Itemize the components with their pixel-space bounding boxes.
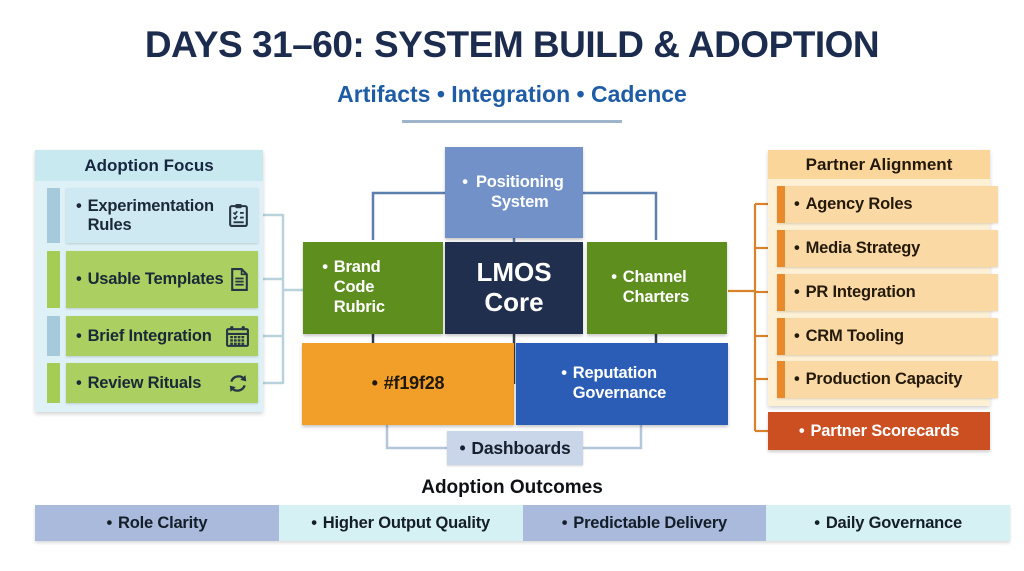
outcome-label: Daily Governance (825, 513, 963, 532)
checklist-clipboard-icon (227, 203, 250, 228)
item-tab (47, 363, 60, 403)
lmos-core-box: LMOS Core (445, 242, 583, 334)
item-tab (47, 316, 60, 356)
bullet: • (794, 370, 800, 388)
calendar-icon (225, 325, 250, 348)
reputation-governance-box: • Reputation Governance (516, 343, 728, 425)
box-label: Channel Charters (622, 268, 690, 306)
box-label: Brand Code Rubric (333, 258, 385, 316)
page-subtitle: Artifacts • Integration • Cadence (337, 81, 687, 107)
bullet: • (794, 239, 800, 257)
outcome-role-clarity: • Role Clarity (35, 505, 279, 541)
bullet: • (106, 513, 113, 532)
item-label: Experimentation Rules (87, 196, 214, 234)
box-label: Reputation Governance (572, 364, 667, 402)
right-item-production-capacity: • Production Capacity (777, 361, 998, 398)
bullet: • (798, 421, 805, 440)
adoption-focus-header: Adoption Focus (35, 150, 263, 181)
item-tab (777, 361, 785, 398)
orange-placeholder-box: •#f19f28 (302, 343, 514, 425)
channel-charters-box: • Channel Charters (587, 242, 727, 334)
item-label: Brief Integration (87, 326, 212, 345)
bullet: • (794, 195, 800, 213)
left-item-brief-integration: • Brief Integration (66, 316, 258, 356)
positioning-system-box: • Positioning System (445, 147, 583, 238)
item-label: Partner Scorecards (810, 421, 960, 440)
bullet: • (561, 364, 567, 383)
bullet: • (76, 326, 82, 345)
outcome-higher-output-quality: • Higher Output Quality (278, 505, 523, 541)
adoption-outcomes-heading: Adoption Outcomes (421, 477, 603, 498)
bullet: • (611, 268, 617, 287)
item-label: Usable Templates (87, 270, 224, 289)
subtitle-underline (402, 120, 622, 123)
item-label: CRM Tooling (805, 327, 905, 345)
adoption-outcomes-row: • Role Clarity • Higher Output Quality • Pr… (35, 505, 1010, 541)
item-label: Production Capacity (805, 370, 963, 388)
item-tab (777, 274, 785, 311)
dashboards-box: •Dashboards (447, 431, 583, 465)
right-item-pr-integration: • PR Integration (777, 274, 998, 311)
bullet: • (794, 283, 800, 301)
item-tab (777, 318, 785, 355)
outcome-daily-governance: • Daily Governance (766, 505, 1010, 541)
item-label: Review Rituals (87, 373, 202, 392)
item-tab (47, 188, 60, 243)
brand-code-rubric-box: • Brand Code Rubric (303, 242, 443, 334)
box-label: Dashboards (471, 437, 571, 458)
box-label: LMOS Core (476, 257, 552, 317)
bullet: • (76, 196, 82, 215)
right-item-media-strategy: • Media Strategy (777, 230, 998, 267)
item-tab (47, 251, 60, 308)
bullet: • (561, 513, 568, 532)
partner-alignment-header: Partner Alignment (768, 150, 990, 179)
outcome-predictable-delivery: • Predictable Delivery (522, 505, 767, 541)
outcome-label: Role Clarity (118, 513, 208, 532)
right-item-agency-roles: • Agency Roles (777, 186, 998, 223)
bullet: • (459, 437, 466, 458)
page-title: DAYS 31–60: SYSTEM BUILD & ADOPTION (144, 24, 880, 65)
bullet: • (322, 258, 328, 277)
sync-arrows-icon (226, 372, 250, 395)
bullet: • (371, 373, 378, 394)
item-label: Agency Roles (805, 195, 913, 213)
bullet: • (462, 172, 468, 191)
outcome-label: Predictable Delivery (573, 513, 728, 532)
left-item-usable-templates: • Usable Templates (66, 251, 258, 308)
item-tab (777, 230, 785, 267)
left-item-experimentation-rules: • Experimentation Rules (66, 188, 258, 243)
document-icon (229, 267, 250, 292)
bullet: • (794, 327, 800, 345)
item-tab (777, 186, 785, 223)
left-item-review-rituals: • Review Rituals (66, 363, 258, 403)
bullet: • (311, 513, 317, 532)
right-item-crm-tooling: • CRM Tooling (777, 318, 998, 355)
box-label: #f19f28 (383, 373, 445, 394)
box-label: Positioning System (475, 172, 564, 211)
partner-scorecards-box: • Partner Scorecards (768, 412, 990, 450)
item-label: PR Integration (805, 283, 916, 301)
outcome-label: Higher Output Quality (322, 513, 491, 532)
bullet: • (76, 270, 82, 289)
bullet: • (814, 513, 820, 532)
bullet: • (76, 373, 82, 392)
item-label: Media Strategy (805, 239, 921, 257)
